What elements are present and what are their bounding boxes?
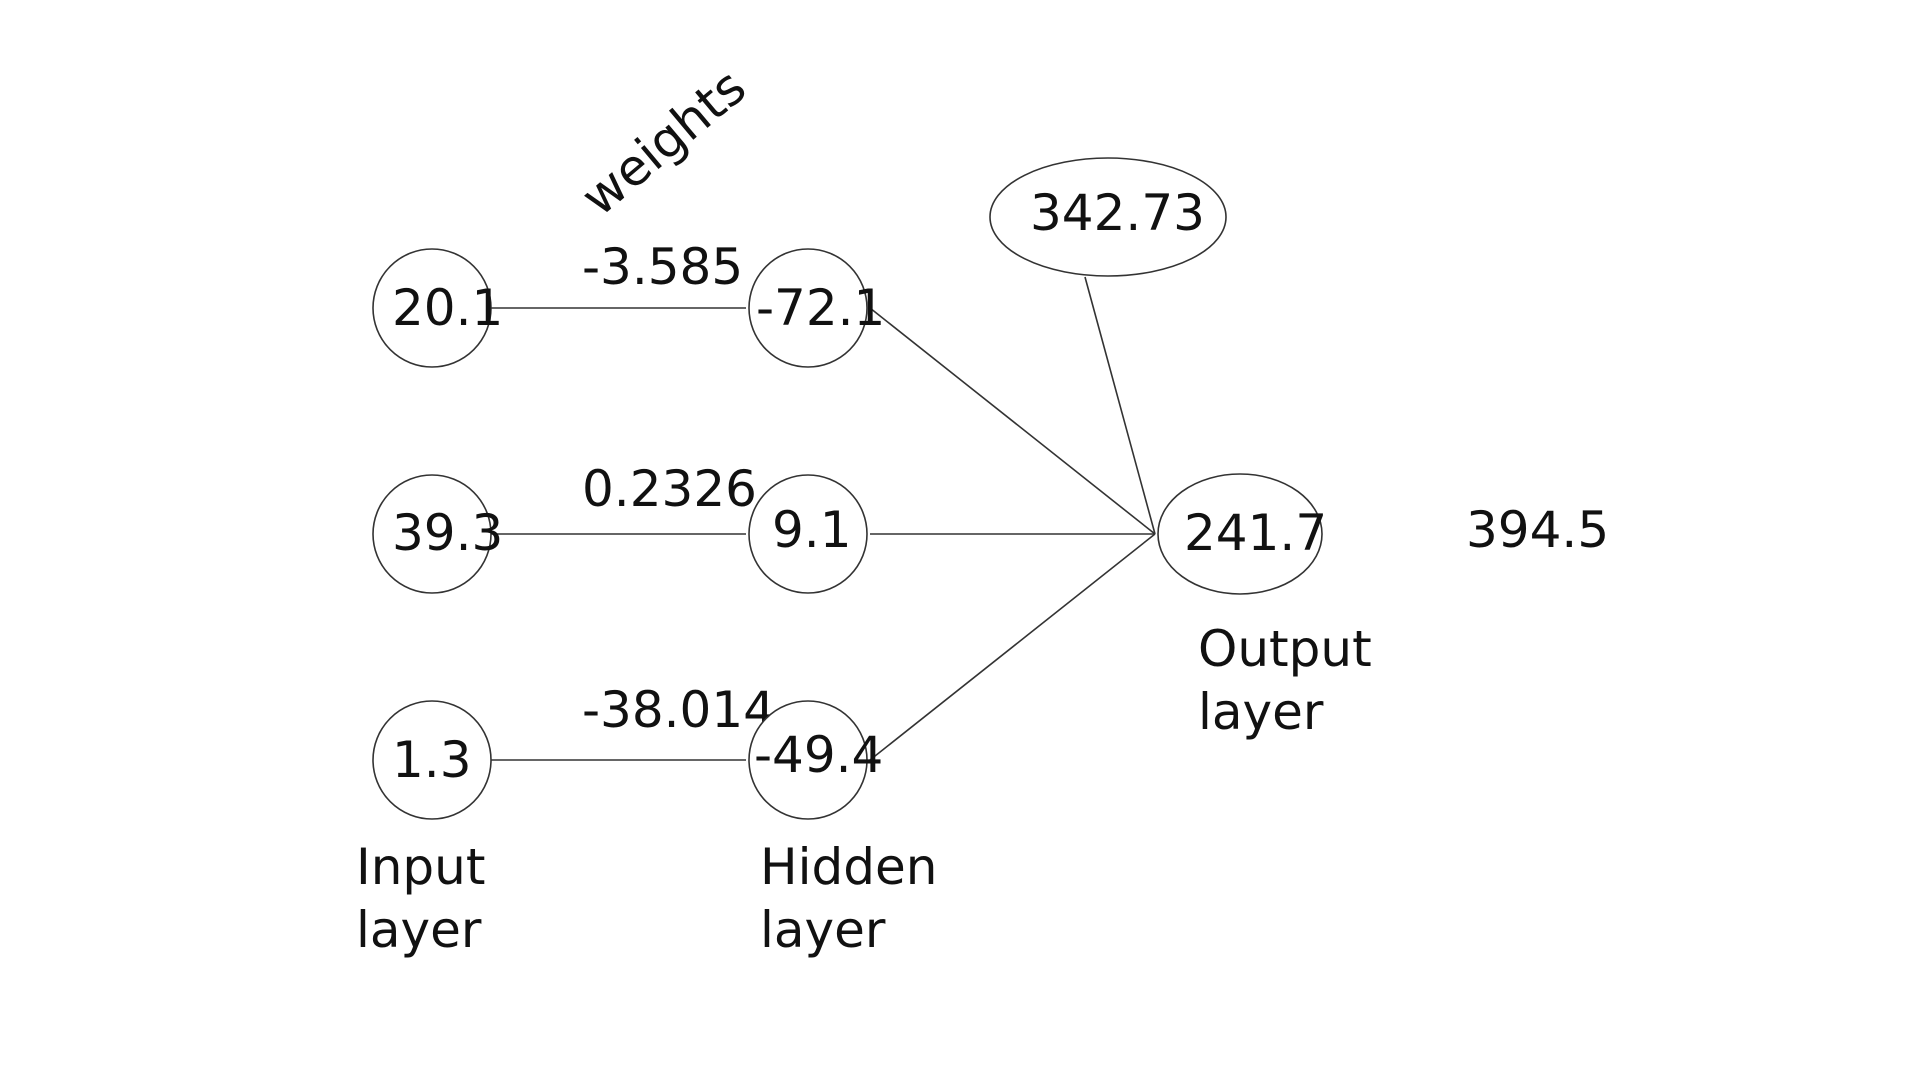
- hidden-node-2-value: 9.1: [772, 501, 852, 559]
- weight-value-1: -3.585: [582, 238, 743, 296]
- input-node-2-value: 39.3: [392, 504, 503, 562]
- input-layer-label-line1: Input: [356, 838, 485, 896]
- weight-value-3: -38.014: [582, 681, 775, 739]
- edge-hidden-3-output: [869, 533, 1156, 761]
- hidden-node-1: -72.1: [748, 248, 885, 368]
- hidden-node-1-value: -72.1: [756, 279, 885, 337]
- hidden-layer-label-line2: layer: [760, 901, 886, 959]
- output-layer-label-line1: Output: [1198, 620, 1372, 678]
- result-value: 394.5: [1466, 501, 1609, 559]
- weight-value-2: 0.2326: [582, 460, 757, 518]
- input-layer-label-line2: layer: [356, 901, 482, 959]
- input-node-1-value: 20.1: [392, 279, 503, 337]
- hidden-layer-label-line1: Hidden: [760, 838, 937, 896]
- hidden-node-3-value: -49.4: [754, 726, 883, 784]
- output-node-value: 241.7: [1184, 504, 1327, 562]
- output-layer-label-line2: layer: [1198, 683, 1324, 741]
- input-node-3: 1.3: [372, 700, 492, 820]
- bias-node-value: 342.73: [1030, 184, 1205, 242]
- edge-bias-output: [1084, 276, 1156, 535]
- input-node-3-value: 1.3: [392, 731, 472, 789]
- input-node-1: 20.1: [372, 248, 503, 368]
- output-node: 241.7: [1157, 473, 1327, 595]
- hidden-node-3: -49.4: [748, 700, 883, 820]
- input-node-2: 39.3: [372, 474, 503, 594]
- bias-node: 342.73: [989, 157, 1227, 277]
- weights-label: weights: [570, 58, 756, 228]
- hidden-node-2: 9.1: [748, 474, 868, 594]
- edge-hidden-1-output: [869, 307, 1156, 535]
